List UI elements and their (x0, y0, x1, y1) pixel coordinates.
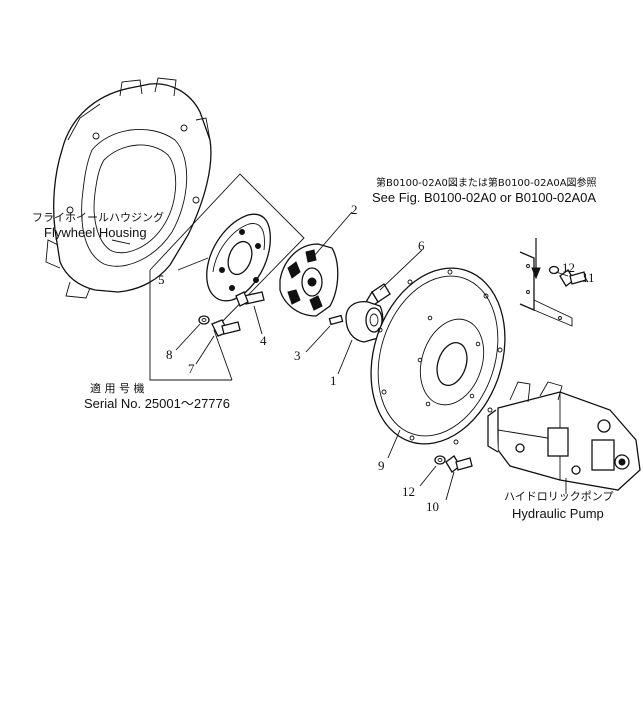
callout-8: 8 (166, 347, 173, 362)
adapter-plate-part-5 (206, 213, 271, 302)
callout-12-lower: 12 (402, 484, 415, 499)
see-figure-label-jp: 第B0100-02A0図または第B0100-02A0A図参照 (376, 176, 597, 189)
hydraulic-pump-label-jp: ハイドロリックポンプ (504, 490, 613, 503)
callout-12-upper: 12 (562, 260, 575, 275)
flywheel-housing-label: Flywheel Housing (44, 225, 147, 240)
hub-part-1 (345, 300, 384, 343)
washer-part-12-lower (434, 455, 446, 465)
washer-part-8 (198, 315, 210, 325)
bolt-part-7 (211, 319, 241, 337)
set-screw-part-3 (328, 314, 344, 326)
bolt-part-11 (559, 269, 587, 287)
bolt-part-10 (445, 455, 473, 473)
flywheel-housing-label-jp: フライホイールハウジング (32, 210, 164, 224)
callout-11: 11 (582, 270, 595, 285)
leader-lines (111, 211, 589, 501)
flywheel-housing (45, 77, 212, 299)
hydraulic-pump-label: Hydraulic Pump (512, 506, 604, 521)
coupling-part-2 (279, 243, 339, 317)
callout-5: 5 (158, 272, 165, 287)
mounting-bracket (519, 251, 573, 327)
callout-9: 9 (378, 458, 385, 473)
drive-plate-part-9 (370, 267, 506, 445)
serial-group-frame (149, 173, 305, 381)
callout-3: 3 (294, 348, 301, 363)
callout-4: 4 (260, 333, 267, 348)
see-figure-label: See Fig. B0100-02A0 or B0100-02A0A (372, 190, 596, 205)
serial-label-jp: 適 用 号 機 (90, 381, 145, 395)
callout-6: 6 (418, 238, 425, 253)
plate-bolt-holes (377, 269, 503, 445)
hydraulic-pump (487, 381, 641, 491)
callout-7: 7 (188, 361, 195, 376)
callout-10: 10 (426, 499, 439, 514)
callout-2: 2 (351, 202, 358, 217)
serial-number-label: Serial No. 25001～27776 (84, 396, 230, 411)
callout-1: 1 (330, 373, 337, 388)
bolt-part-4 (235, 291, 265, 307)
